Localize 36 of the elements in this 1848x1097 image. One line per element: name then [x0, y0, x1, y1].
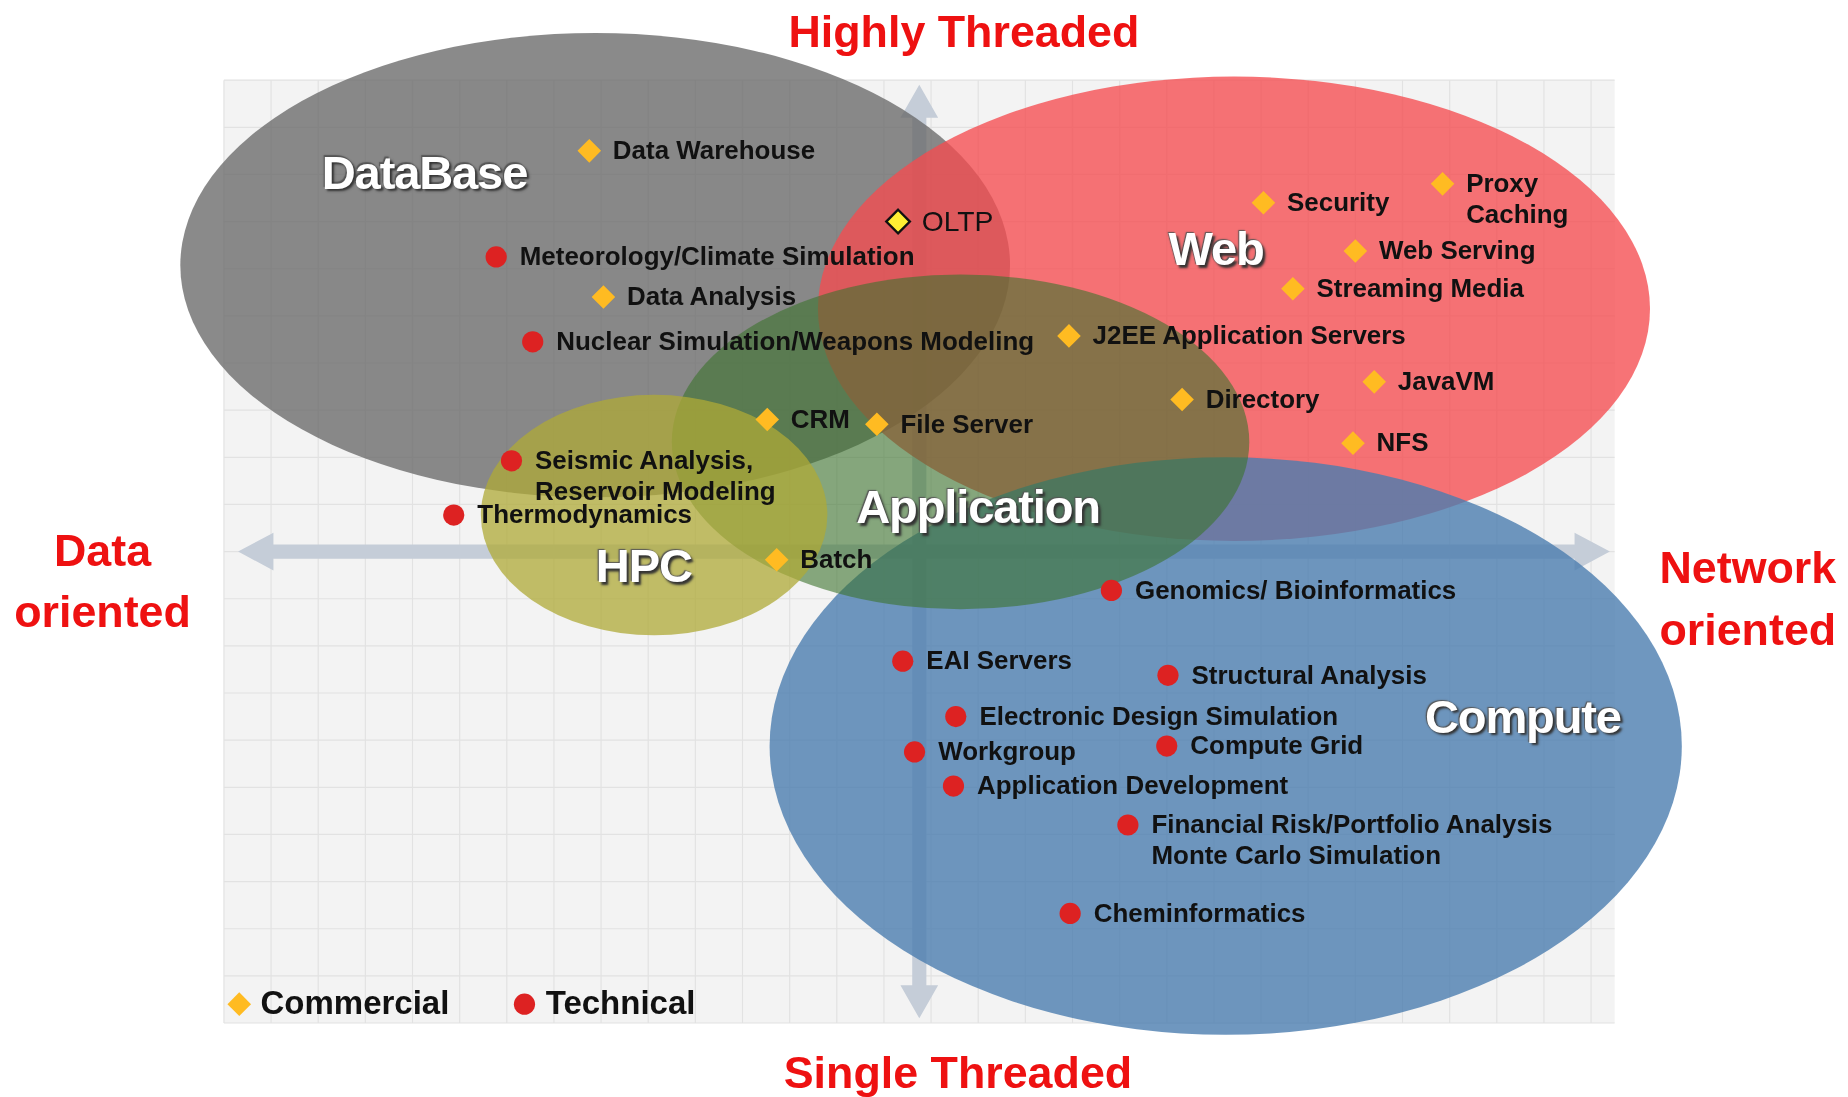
axis-label: Data oriented — [13, 524, 192, 639]
category-label: Compute — [1424, 690, 1621, 744]
workload-label: Structural Analysis — [1191, 660, 1427, 691]
axis-label: Single Threaded — [783, 1046, 1133, 1097]
category-label: HPC — [595, 539, 692, 593]
workload-label: Nuclear Simulation/Weapons Modeling — [556, 326, 1035, 358]
workload-label: File Server — [900, 408, 1034, 440]
workload-label: Workgroup — [938, 736, 1076, 768]
workload-label: Streaming Media — [1316, 273, 1524, 305]
workload-label: Security — [1287, 187, 1390, 219]
workload-label: Meteorology/Climate Simulation — [519, 241, 915, 273]
workload-label: Proxy Caching — [1466, 168, 1570, 230]
workload-label: Cheminformatics — [1093, 898, 1306, 929]
legend-label: Commercial — [260, 984, 450, 1022]
legend-label: Technical — [545, 984, 696, 1022]
axis-label: Network oriented — [1658, 542, 1838, 657]
workload-label: Directory — [1205, 384, 1320, 415]
workload-label: J2EE Application Servers — [1092, 320, 1406, 352]
workload-label: Web Serving — [1378, 235, 1536, 267]
workload-label: Compute Grid — [1190, 730, 1364, 762]
workload-label: Data Analysis — [627, 281, 797, 313]
workload-label: EAI Servers — [926, 645, 1072, 677]
workload-label: NFS — [1376, 427, 1429, 459]
category-label: DataBase — [321, 146, 528, 200]
workload-label: OLTP — [921, 206, 994, 237]
workload-label: Application Development — [977, 770, 1289, 802]
workload-label: Data Warehouse — [612, 135, 816, 167]
workload-label: Batch — [800, 544, 873, 576]
category-label: Application — [856, 480, 1100, 534]
workload-label: Financial Risk/Portfolio Analysis Monte Carlo Simulation — [1151, 809, 1554, 871]
workload-label: Genomics/ Bioinformatics — [1134, 575, 1457, 606]
workload-label: JavaVM — [1397, 366, 1495, 398]
workload-label: CRM — [790, 404, 850, 435]
workload-label: Electronic Design Simulation — [979, 701, 1339, 732]
category-label: Web — [1168, 222, 1264, 276]
axis-label: Highly Threaded — [788, 6, 1140, 59]
